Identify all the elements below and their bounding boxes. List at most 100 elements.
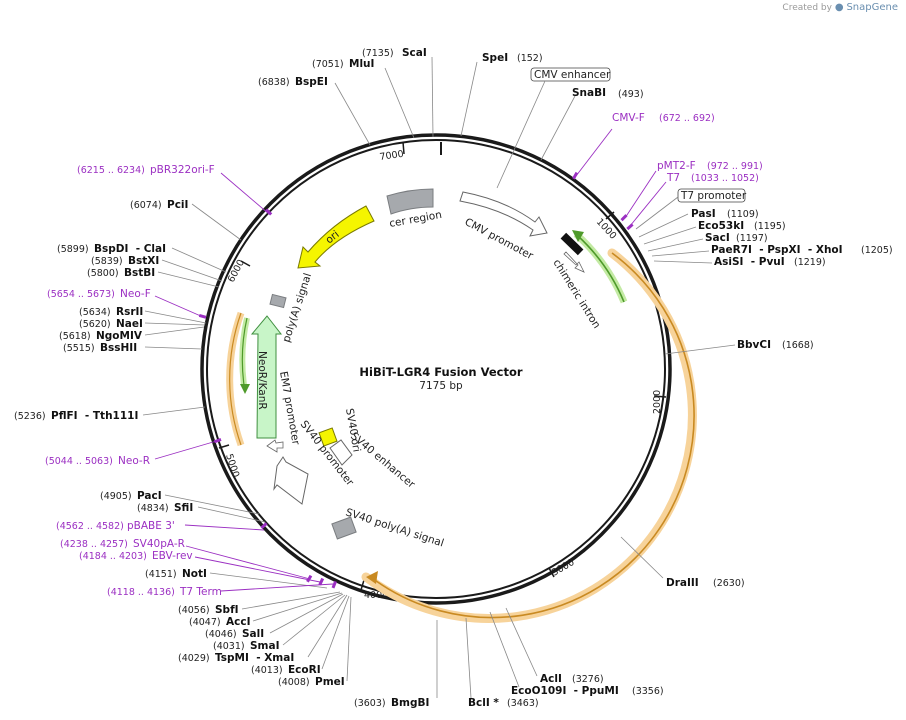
site-bstbi-name: BstBI <box>124 267 155 279</box>
site-ecori-pos: (4013) <box>251 665 283 676</box>
site-smai-pos: (4031) <box>213 641 245 652</box>
site-acci-name: AccI <box>226 616 250 628</box>
primer-pmt2-f-pos: (972 .. 991) <box>707 161 763 172</box>
leader-acci <box>252 592 343 622</box>
neor-kanr-label: NeoR/KanR <box>256 351 268 410</box>
site-xhoi-pos: (1205) <box>861 245 893 256</box>
site-acci-pos: (4047) <box>189 617 221 628</box>
site-naei-pos: (5620) <box>79 319 111 330</box>
poly-a-signal-box <box>269 293 287 309</box>
tick-mark-3000 <box>548 567 555 578</box>
leader-ebv-rev <box>194 556 321 583</box>
primer-cmv-f-name: CMV-F <box>612 112 645 124</box>
site-bmgbi-name: BmgBI <box>391 697 429 709</box>
leader-saci <box>647 238 704 252</box>
t7-promoter-label-box <box>677 188 746 203</box>
cmv-promoter-arrow <box>459 191 548 237</box>
primer-t7-term-name: T7 Term <box>179 586 222 598</box>
plasmid-length: 7175 bp <box>419 380 463 392</box>
tick-mark-4000 <box>360 579 365 591</box>
primer-neo-f-name: Neo-F <box>120 288 151 300</box>
mark-cmv-f <box>572 171 579 180</box>
site-smai-name: SmaI <box>250 640 280 652</box>
credit-prefix: Created by <box>782 3 832 13</box>
site-clai-pos: (5899) <box>57 244 89 255</box>
primer-pbr322ori-f-name: pBR322ori-F <box>150 164 215 176</box>
leader-xhoi <box>651 250 710 257</box>
cmv-enhancer-label: CMV enhancer <box>534 69 611 81</box>
leader-pbabe3 <box>184 524 265 531</box>
primer-ebv-rev-pos: (4184 .. 4203) <box>79 551 147 562</box>
site-bstxi-pos: (5839) <box>91 256 123 267</box>
site-scai-name: ScaI <box>402 47 427 59</box>
primer-pmt2-f-name: pMT2-F <box>657 160 696 172</box>
site-ngomiv-pos: (5618) <box>59 331 91 342</box>
poly-a-signal-label: poly(A) signal <box>280 272 314 344</box>
site-ppumi-pos: (3356) <box>632 686 664 697</box>
em7-promoter-arrow <box>266 439 284 453</box>
primer-neo-r-pos: (5044 .. 5063) <box>45 456 113 467</box>
hibit-lgr4-orf-core <box>371 252 695 619</box>
hibit-lgr4-orf-arrowhead <box>366 571 378 584</box>
leader-snabi <box>540 95 576 161</box>
site-sfii-pos: (4834) <box>137 503 169 514</box>
tick-label-2000: 2000 <box>652 390 663 414</box>
inner-features <box>250 188 585 540</box>
em7-promoter-label: EM7 promoter <box>277 370 302 446</box>
site-draiii-name: DraIII <box>666 577 699 589</box>
leader-bsshii <box>144 346 203 350</box>
sv40-promoter-arrow <box>273 456 309 505</box>
site-ngomiv-name: NgoMIV <box>96 330 143 342</box>
backbone-inner-ring <box>206 139 666 599</box>
leader-rsrii <box>144 310 207 324</box>
site-pasi-pos: (1109) <box>727 209 759 220</box>
leader-xmai <box>307 594 348 658</box>
leader-t7 <box>629 181 667 227</box>
site-spei-pos: (152) <box>517 53 543 64</box>
primer-neo-r-name: Neo-R <box>118 455 150 467</box>
chimeric-intron-arrow <box>563 251 585 273</box>
site-pcii-pos: (6074) <box>130 200 162 211</box>
site-bbvci-pos: (1668) <box>782 340 814 351</box>
primer-marks <box>198 171 634 589</box>
primer-leaders <box>154 128 667 592</box>
site-scai-pos: (7135) <box>362 48 394 59</box>
site-ecori-name: EcoRI <box>288 664 321 676</box>
primer-t7-term-pos: (4118 .. 4136) <box>107 587 175 598</box>
leader-bstxi <box>161 259 223 282</box>
site-noti-pos: (4151) <box>145 569 177 580</box>
site-sali-pos: (4046) <box>205 629 237 640</box>
site-xmai-pos: (4029) <box>178 653 210 664</box>
site-bmgbi-pos: (3603) <box>354 698 386 709</box>
tick-mark-1000 <box>605 211 615 220</box>
leader-neo-r <box>154 439 221 460</box>
snapgene-credit: Created by ● SnapGene <box>782 2 898 13</box>
leader-ecori <box>321 595 350 670</box>
primer-sv40pa-r-name: SV40pA-R <box>133 538 185 550</box>
site-draiii-pos: (2630) <box>713 578 745 589</box>
leader-tth111i <box>142 406 206 416</box>
snapgene-logo-icon: ● <box>834 2 844 13</box>
site-bcli-name: BclI * <box>468 697 499 709</box>
leader-ngomiv <box>144 326 205 336</box>
mark-t7-term <box>331 580 337 589</box>
site-noti-name: NotI <box>182 568 207 580</box>
plasmid-name: HiBiT-LGR4 Fusion Vector <box>359 365 522 379</box>
t7-promoter-label: T7 promoter <box>680 190 747 202</box>
site-pcii-name: PciI <box>167 199 188 211</box>
neor-kanr-arrow <box>250 315 283 439</box>
cer-region-box <box>386 188 434 215</box>
leader-pmt2-f <box>624 170 657 219</box>
primer-neo-f-pos: (5654 .. 5673) <box>47 289 115 300</box>
leader-sali <box>269 593 344 634</box>
site-pasi-name: PasI <box>691 208 716 220</box>
leader-pmei <box>346 596 352 682</box>
leader-bspei <box>334 82 371 146</box>
primer-pbr322ori-f-pos: (6215 .. 6234) <box>77 165 145 176</box>
primer-pbabe3-pos: (4562 .. 4582) <box>56 521 124 532</box>
leader-sv40pa-r <box>185 545 311 580</box>
mark-pbabe3 <box>260 522 268 530</box>
site-pmei-pos: (4008) <box>278 677 310 688</box>
leader-smai <box>282 594 346 646</box>
